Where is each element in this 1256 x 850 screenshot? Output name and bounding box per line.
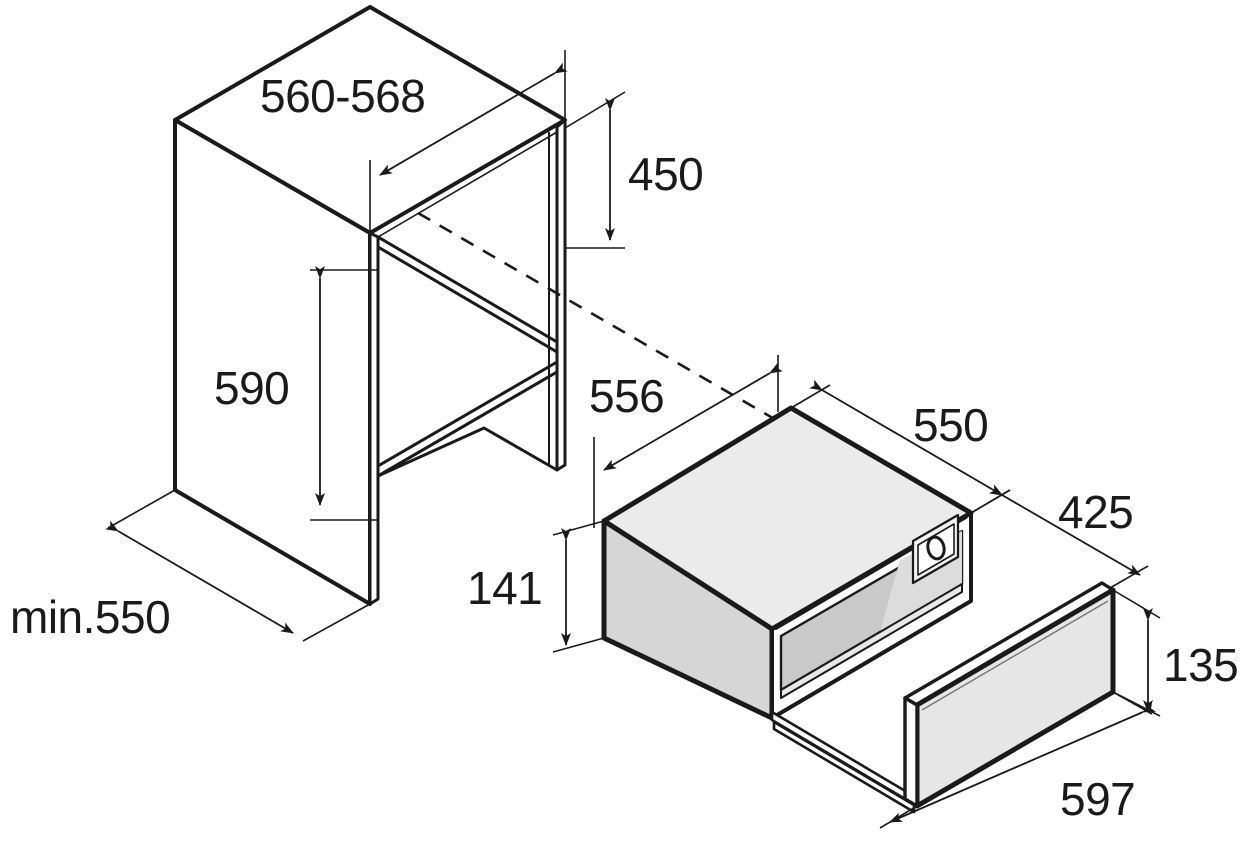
ext-line-550min-a: [107, 489, 176, 529]
dim-450: [564, 91, 626, 249]
dimension-labels-group: 560-568 450 590 min.550 556 550 425 141 …: [10, 70, 1239, 825]
drawer-slide-rail-upper: [770, 710, 914, 805]
dim-line-550: [809, 379, 1003, 496]
dim-label-425: 425: [1058, 486, 1133, 538]
ext-line-425-a: [970, 489, 1011, 514]
dim-label-450: 450: [628, 148, 703, 200]
dim-560-568: [369, 50, 568, 240]
dim-label-141: 141: [467, 562, 542, 614]
drawer-front-bevel-line: [921, 600, 1109, 711]
dimension-lines-group: [105, 50, 1161, 829]
dim-label-560-568: 560-568: [260, 70, 425, 122]
dim-135: [1112, 589, 1161, 717]
cabinet-bottom-front-edge: [376, 370, 559, 478]
dim-141: [552, 520, 605, 653]
cabinet-front-right-panel: [368, 231, 380, 606]
ext-line-450-top: [564, 91, 626, 129]
ext-line-425-b: [1109, 565, 1149, 589]
dim-line-560: [379, 62, 568, 176]
dim-556: [593, 355, 783, 528]
drawer-slide-rail-lower: [772, 720, 916, 814]
ext-line-550-a: [790, 384, 831, 409]
dim-line-550min: [105, 520, 294, 634]
ext-line-597-a: [879, 805, 918, 829]
dim-597: [879, 691, 1156, 829]
dim-label-135: 135: [1163, 639, 1238, 691]
ext-line-141-bot: [552, 637, 605, 653]
ext-line-135-top: [1112, 589, 1161, 619]
dim-line-425: [989, 484, 1141, 576]
dim-label-556: 556: [589, 370, 664, 422]
dim-line-597: [889, 702, 1156, 823]
control-knob-icon[interactable]: [926, 535, 946, 561]
drawer-front-left-edge: [903, 696, 919, 808]
ext-line-141-top: [552, 520, 605, 536]
dim-line-556: [603, 362, 783, 471]
dim-label-597: 597: [1060, 773, 1135, 825]
dim-label-min-550: min.550: [10, 591, 170, 643]
appliance-cavity-floor: [780, 583, 963, 699]
cabinet-niche-top-shelf: [376, 235, 559, 354]
dim-min-550: [105, 489, 371, 642]
ext-line-550min-b: [302, 603, 371, 642]
ext-line-597-b: [1112, 691, 1153, 715]
dim-label-550: 550: [913, 399, 988, 451]
dim-425: [970, 484, 1149, 589]
dim-590: [310, 266, 378, 521]
dim-label-590: 590: [214, 362, 289, 414]
